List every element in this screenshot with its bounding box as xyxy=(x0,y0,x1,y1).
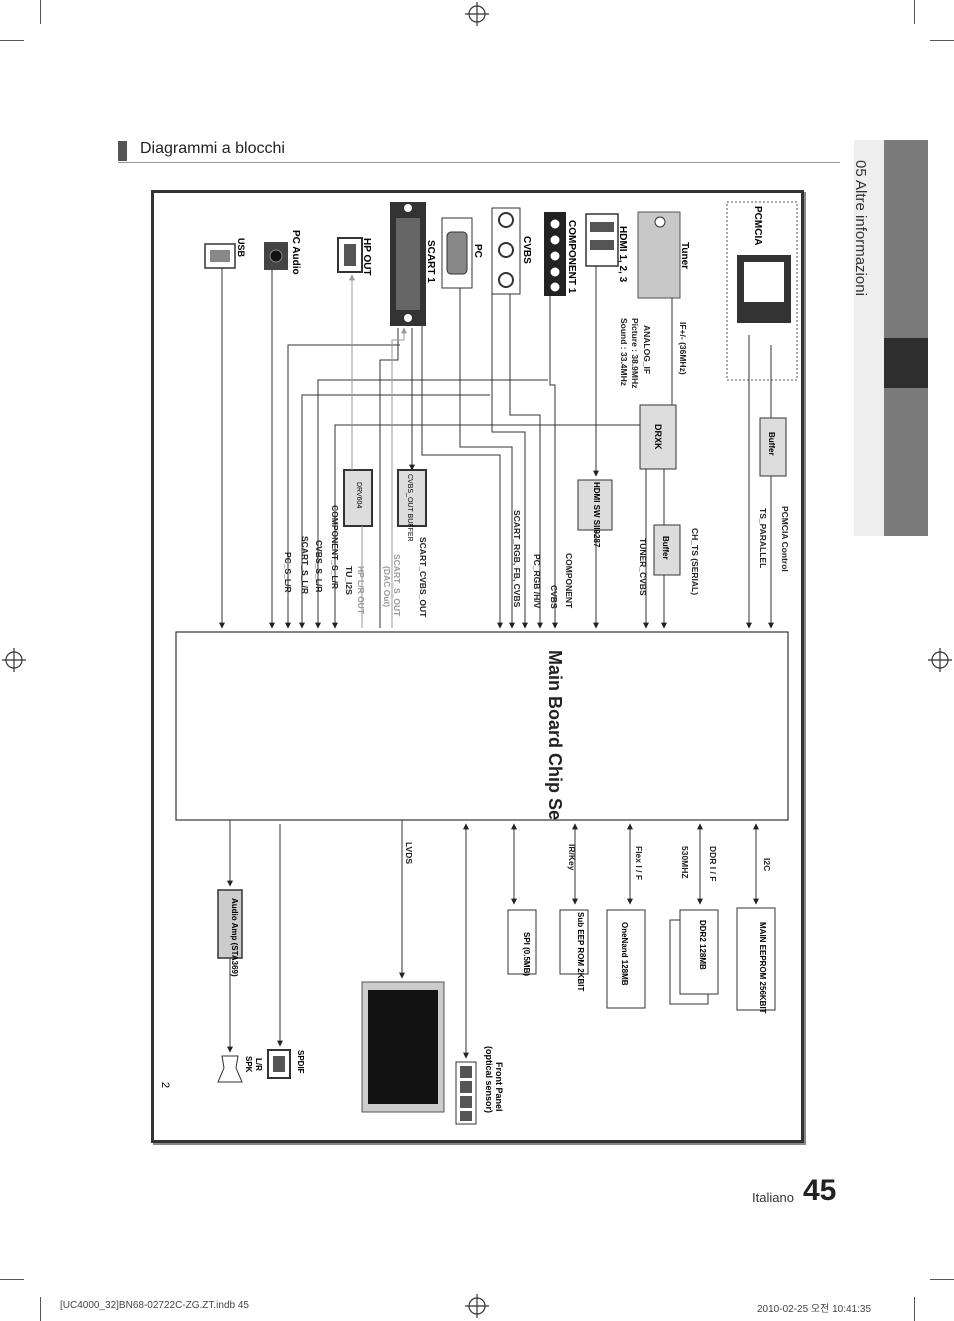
buffer-top-block xyxy=(759,417,787,477)
section-marker xyxy=(118,141,127,161)
onenand-block xyxy=(606,909,646,1009)
signal-scart-s-out: SCART_S_OUT xyxy=(392,554,402,617)
spk-label: SPK xyxy=(244,1056,253,1073)
signal-sound: Sound : 33.4MHz xyxy=(619,318,629,386)
file-info: [UC4000_32]BN68-02722C-ZG.ZT.indb 45 xyxy=(60,1300,249,1311)
hdmi-switch-label: HDMI SW SII9287 xyxy=(592,482,601,548)
signal-tu-i2s: TU_I2S xyxy=(344,566,354,595)
diagram-frame xyxy=(151,190,804,1143)
main-chip-box xyxy=(175,631,789,821)
pc-audio-label: PC Audio xyxy=(290,230,301,275)
cvbs-out-buffer-block xyxy=(397,469,427,527)
signal-tuner-cvbs: TUNER_CVBS xyxy=(638,538,648,596)
ddr2-label: DDR2 128MB xyxy=(698,920,707,970)
drxk-label: DRXK xyxy=(653,424,663,450)
cvbs-out-buffer-label: CVBS_OUT BUFFER xyxy=(406,474,413,542)
ddr2-block xyxy=(679,909,719,995)
component-label: COMPONENT 1 xyxy=(566,220,577,294)
usb-label: USB xyxy=(236,238,246,258)
audio-amp-label: Audio Amp (STA369) xyxy=(230,898,239,977)
sub-eeprom-label: Sub EEP ROM 2KBIT xyxy=(576,912,585,992)
signal-if: IF+/- (36MHz) xyxy=(678,322,688,375)
crop-mark xyxy=(930,40,954,41)
signal-lvds: LVDS xyxy=(404,842,414,864)
lcd-panel-screen xyxy=(368,990,438,1104)
cvbs-label: CVBS xyxy=(521,236,532,264)
crop-mark xyxy=(930,1279,954,1280)
optical-sensor-label: (optical sensor) xyxy=(484,1046,494,1113)
crop-mark xyxy=(0,1279,24,1280)
hdmi-label: HDMI 1, 2, 3 xyxy=(617,226,628,283)
chapter-tab-marker xyxy=(884,338,928,388)
section-divider xyxy=(118,162,840,163)
sub-eeprom-block xyxy=(559,909,589,975)
signal-pcmcia-control: PCMCIA Control xyxy=(780,506,790,572)
speaker-icon xyxy=(217,1055,243,1083)
buffer-top-label: Buffer xyxy=(767,432,776,456)
scart-label: SCART 1 xyxy=(425,240,436,283)
pcmcia-label: PCMCIA xyxy=(752,206,763,245)
buffer-mid-block xyxy=(653,524,681,576)
crop-mark xyxy=(914,0,915,24)
signal-pc-s-lr: PC_S_L/R xyxy=(283,552,293,593)
signal-scart-rgb: SCART_RGB, FB, CVBS xyxy=(512,510,522,608)
front-panel-label: Front Panel xyxy=(494,1062,504,1112)
signal-analog-if: ANALOG_IF xyxy=(642,325,652,374)
signal-ddr-if: DDR I / F xyxy=(708,846,718,881)
hp-out-jack-icon xyxy=(337,237,363,273)
hp-out-label: HP OUT xyxy=(361,238,372,276)
signal-dac-out: (DAC Out) xyxy=(382,566,392,607)
buffer-mid-label: Buffer xyxy=(661,536,670,560)
spi-label: SPI (0.5MB) xyxy=(522,932,531,976)
signal-ddr-freq: 530MHZ xyxy=(680,846,690,879)
section-title: Diagrammi a blocchi xyxy=(140,140,285,157)
signal-hp-lr-out: HP L/R OUT xyxy=(356,566,366,615)
signal-picture: Picture : 38.9MHz xyxy=(630,318,640,388)
spdif-label: SPDIF xyxy=(296,1050,305,1074)
signal-scart-s-lr: SCART_S_L/R xyxy=(300,536,310,594)
signal-i2c: I2C xyxy=(762,858,772,871)
chapter-side-strip xyxy=(854,140,884,536)
crop-mark xyxy=(914,1297,915,1321)
tuner-antenna-icon xyxy=(654,216,666,228)
main-eeprom-label: MAIN EEPROM 256KBIT xyxy=(758,922,767,1014)
drv604-label: DRV604 xyxy=(355,482,362,508)
signal-flex-if: Flex I / F xyxy=(634,846,644,880)
drxk-block xyxy=(639,404,677,470)
onenand-label: OneNand 128MB xyxy=(620,922,629,986)
tuner-label: Tuner xyxy=(679,242,690,269)
signal-cvbs: CVBS xyxy=(549,585,559,609)
crop-mark xyxy=(0,40,24,41)
audio-amp-block xyxy=(217,889,243,959)
diagram-number: 2 xyxy=(159,1082,171,1088)
pcmcia-slot-window xyxy=(744,262,784,302)
page-number: 45 xyxy=(803,1174,837,1207)
signal-ts-parallel: TS_PARALLEL xyxy=(758,508,768,568)
signal-cvbs-s-lr: CVBS_S_L/R xyxy=(314,540,324,592)
main-eeprom-block xyxy=(736,907,776,1011)
crop-mark xyxy=(40,1297,41,1321)
signal-component-s-lr: COMPONENT_S_L/R xyxy=(330,505,340,589)
print-date: 2010-02-25 오전 10:41:35 xyxy=(757,1304,872,1315)
signal-ir-key: IR/Key xyxy=(567,844,577,871)
lr-label: L/R xyxy=(254,1058,263,1071)
spi-block xyxy=(507,909,537,975)
pc-label: PC xyxy=(472,244,483,258)
signal-component: COMPONENT xyxy=(564,553,574,609)
signal-pc-rgb: PC_RGB /H/V xyxy=(532,554,542,609)
signal-scart-cvbs-out: SCART_CVBS_OUT xyxy=(418,537,428,618)
main-chip-label: Main Board Chip Se xyxy=(545,650,565,820)
signal-ch-ts: CH_TS (SERIAL) xyxy=(690,528,700,595)
drv604-block xyxy=(343,469,373,527)
crop-mark xyxy=(40,0,41,24)
hdmi-switch-block xyxy=(577,479,613,531)
language-label: Italiano xyxy=(752,1190,794,1205)
